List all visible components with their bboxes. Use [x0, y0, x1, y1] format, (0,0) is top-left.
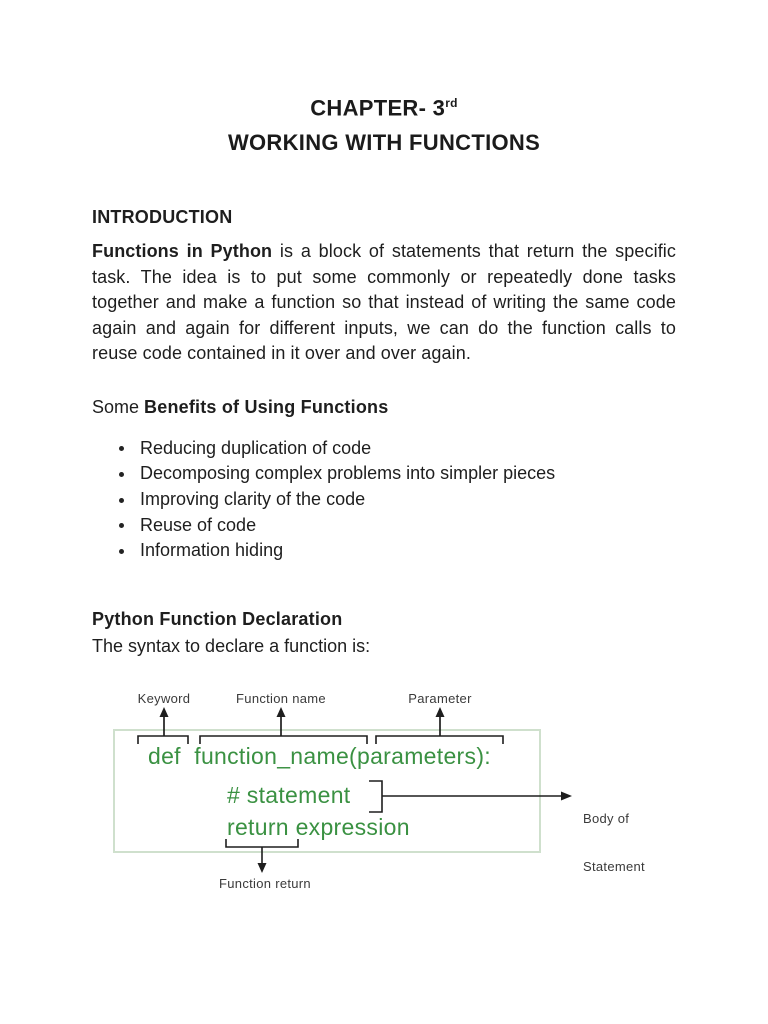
chapter-ordinal-suffix: rd [445, 96, 458, 110]
top-arrows [159, 706, 445, 736]
code-def-line: def function_name(parameters): [148, 742, 491, 769]
keyword-label: Keyword [137, 690, 191, 706]
diagram-annotation-lines [113, 706, 572, 873]
intro-bold-lead: Functions in Python [92, 241, 273, 262]
chapter-number: CHAPTER- 3 [310, 95, 446, 121]
code-statement: # statement [227, 781, 351, 808]
page-content: INTRODUCTION Functions in Python is a bl… [92, 205, 676, 895]
body-label-line1: Body of [583, 810, 630, 826]
list-item: Improving clarity of the code [119, 487, 676, 513]
list-item: Decomposing complex problems into simple… [119, 461, 676, 487]
function-return-label: Function return [219, 875, 311, 891]
intro-paragraph-text: is a block of statements that return the… [92, 241, 676, 364]
benefits-lead: Some [92, 396, 145, 417]
function-name-label: Function name [236, 690, 326, 706]
body-label-line2: Statement [583, 858, 645, 874]
list-item: Reuse of code [119, 513, 676, 539]
chapter-title: CHAPTER- 3rd WORKING WITH FUNCTIONS [0, 0, 768, 160]
body-bracket-arrow [369, 779, 572, 813]
syntax-box-border [113, 728, 541, 853]
benefits-list: Reducing duplication of code Decomposing… [92, 436, 676, 564]
declaration-heading: Python Function Declaration [92, 608, 343, 629]
parameter-label: Parameter [408, 690, 472, 706]
introduction-paragraph: Functions in Python is a block of statem… [92, 239, 676, 367]
introduction-heading: INTRODUCTION [92, 207, 233, 228]
body-of-statement-label: Body of Statement [583, 779, 645, 907]
chapter-title-line1: CHAPTER- 3rd [0, 86, 768, 125]
code-return: return expression [227, 813, 410, 840]
benefits-heading: Some Benefits of Using Functions [92, 395, 676, 419]
list-item: Information hiding [119, 538, 676, 564]
function-declaration-diagram: Keyword Function name Parameter def func… [92, 686, 768, 896]
return-bracket-arrow [225, 838, 299, 873]
top-brackets [137, 734, 504, 744]
chapter-title-line2: WORKING WITH FUNCTIONS [227, 130, 541, 156]
benefits-heading-bold: Benefits of Using Functions [144, 396, 389, 417]
declaration-subheading: The syntax to declare a function is: [92, 635, 371, 656]
list-item: Reducing duplication of code [119, 436, 676, 462]
